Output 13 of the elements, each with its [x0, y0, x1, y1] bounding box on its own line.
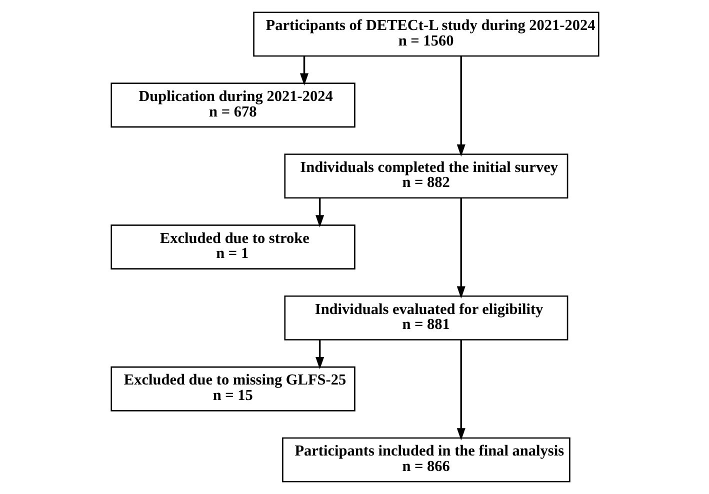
arrow [456, 198, 465, 298]
arrow [456, 56, 465, 157]
arrow [315, 340, 324, 370]
node-box: Individuals completed the initial survey n = 882 [284, 154, 568, 199]
node-box: Participants included in the final analysis n = 866 [282, 437, 570, 482]
node-box: Duplication during 2021-2024 n = 678 [110, 82, 355, 128]
node-box: Excluded due to missing GLFS-25 n = 15 [110, 366, 355, 412]
arrow [456, 340, 465, 440]
node-box: Participants of DETECt-L study during 2021-2024 n = 1560 [252, 12, 599, 57]
arrow [299, 56, 308, 86]
arrow [315, 198, 324, 228]
node-box: Individuals evaluated for eligibility n = 881 [284, 295, 568, 340]
node-box: Excluded due to stroke n = 1 [110, 224, 355, 270]
